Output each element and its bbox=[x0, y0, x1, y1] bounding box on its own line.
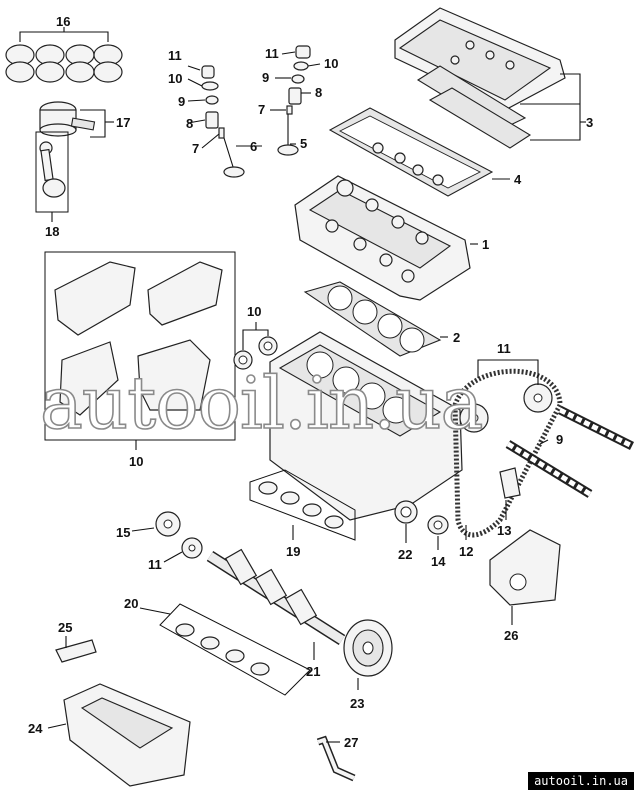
piston bbox=[39, 101, 114, 138]
callout-17: 12 bbox=[459, 544, 473, 559]
callout-23: 18 bbox=[45, 224, 59, 239]
camshaft-sprockets bbox=[459, 359, 553, 433]
callout-28: 23 bbox=[350, 696, 364, 711]
camshafts bbox=[505, 405, 635, 498]
oil-pan bbox=[47, 683, 191, 787]
cylinder-block bbox=[269, 331, 463, 521]
callout-31: 26 bbox=[504, 628, 518, 643]
callout-21: 16 bbox=[56, 14, 70, 29]
engine-bracket bbox=[55, 636, 97, 663]
callout-7b: 7 bbox=[258, 102, 265, 117]
callout-8b: 8 bbox=[315, 85, 322, 100]
oil-pump bbox=[489, 529, 561, 625]
callout-27: 22 bbox=[398, 547, 412, 562]
crankshaft-pulley bbox=[343, 619, 393, 690]
callout-11b: 11 bbox=[265, 46, 279, 61]
callout-32: 27 bbox=[344, 735, 358, 750]
exhaust-valve-assembly bbox=[270, 45, 321, 156]
callout-9a: 9 bbox=[178, 94, 185, 109]
callout-22: 17 bbox=[116, 115, 130, 130]
callout-29: 24 bbox=[28, 721, 43, 736]
callout-24: 19 bbox=[286, 544, 300, 559]
crankshaft-sprocket bbox=[427, 515, 449, 550]
callout-30: 25 bbox=[58, 620, 72, 635]
oil-strainer bbox=[316, 735, 356, 782]
timing-covers-box bbox=[44, 251, 236, 450]
valve-cover bbox=[394, 7, 586, 149]
callout-10b: 10 bbox=[324, 56, 338, 71]
callout-labels: 16 17 18 11 10 9 8 7 6 11 10 9 8 7 5 3 4… bbox=[28, 14, 593, 750]
main-bearings bbox=[249, 469, 356, 541]
head-gasket bbox=[303, 281, 448, 357]
callout-5: 5 bbox=[300, 136, 307, 151]
connecting-rod bbox=[35, 131, 69, 222]
intake-valve-assembly bbox=[187, 65, 262, 178]
callout-20: 15 bbox=[116, 525, 130, 540]
callout-4: 4 bbox=[514, 172, 522, 187]
crankshaft-gears bbox=[131, 511, 203, 563]
callout-2: 2 bbox=[453, 330, 460, 345]
callout-16: 11 bbox=[148, 557, 162, 572]
piston-rings-set bbox=[5, 27, 123, 83]
callout-15: 11 bbox=[497, 341, 511, 356]
callout-26: 21 bbox=[306, 664, 320, 679]
watermark: autooil.in.ua bbox=[40, 361, 482, 445]
callout-9b: 9 bbox=[262, 70, 269, 85]
callout-7a: 7 bbox=[192, 141, 199, 156]
camshaft-oil-seals bbox=[233, 322, 278, 370]
callout-10a: 10 bbox=[168, 71, 182, 86]
footer-site-label: autooil.in.ua bbox=[528, 772, 634, 790]
belt-tensioner bbox=[499, 467, 521, 520]
callout-13: 10 bbox=[247, 304, 261, 319]
timing-belt bbox=[452, 368, 563, 540]
callout-12: 9 bbox=[556, 432, 563, 447]
connecting-rod-bearings bbox=[139, 603, 311, 696]
crankshaft bbox=[206, 548, 346, 660]
callout-25: 20 bbox=[124, 596, 138, 611]
callout-11a: 11 bbox=[168, 48, 182, 63]
crankshaft-front-seal bbox=[394, 500, 418, 543]
callout-19: 14 bbox=[431, 554, 446, 569]
cylinder-head bbox=[294, 175, 478, 301]
callout-1: 1 bbox=[482, 237, 489, 252]
callout-18: 13 bbox=[497, 523, 511, 538]
callout-6: 6 bbox=[250, 139, 257, 154]
callout-3: 3 bbox=[586, 115, 593, 130]
callout-14: 10 bbox=[129, 454, 143, 469]
valve-cover-gasket bbox=[328, 107, 510, 197]
callout-8a: 8 bbox=[186, 116, 193, 131]
